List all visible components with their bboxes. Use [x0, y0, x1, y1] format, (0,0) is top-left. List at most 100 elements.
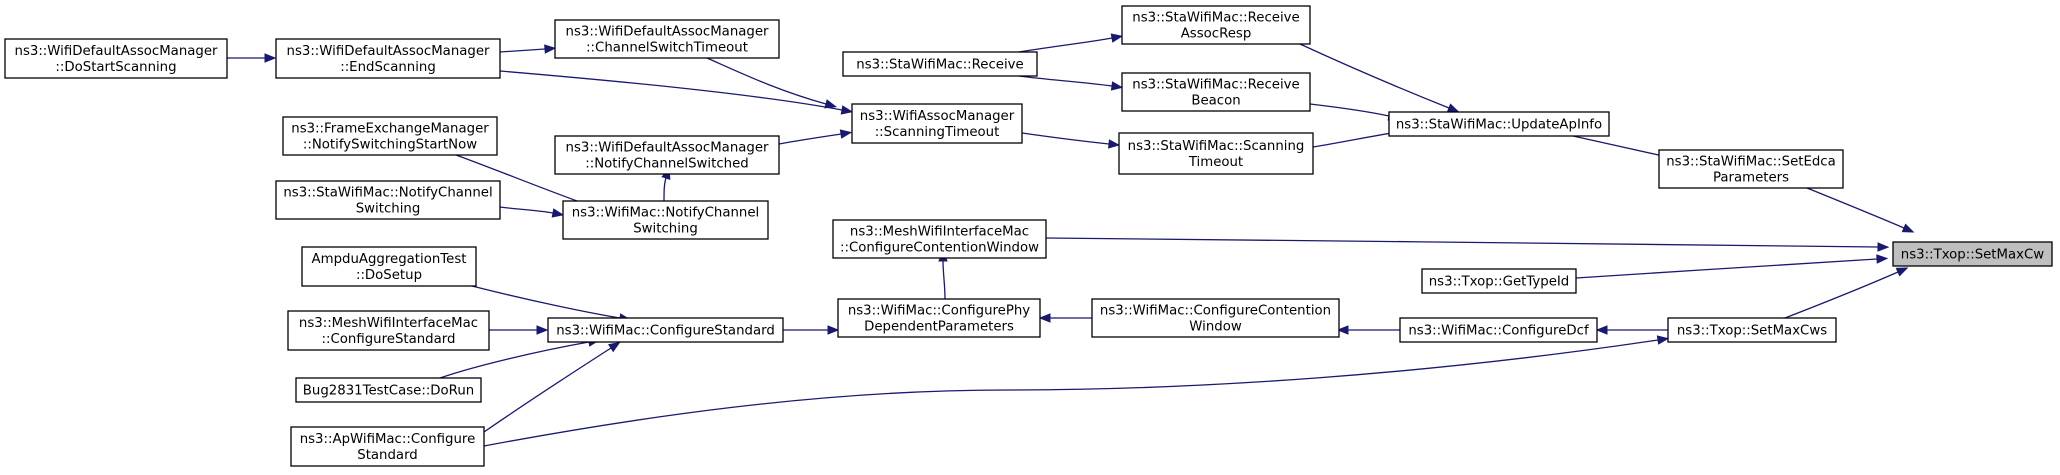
node-label: ns3::StaWifiMac::Receive [1132, 78, 1299, 93]
node-label: ns3::WifiMac::ConfigureDcf [1408, 324, 1589, 339]
node-ns3-wifimac-configurecontentionwindow[interactable]: ns3::WifiMac::ConfigureContentionWindow [1091, 298, 1340, 338]
edge-line [1575, 258, 1878, 279]
edge-arrowhead [1110, 81, 1124, 91]
node-label: ns3::StaWifiMac::Scanning [1128, 139, 1305, 154]
edge-arrowhead [1901, 223, 1915, 233]
edge-arrowhead [827, 325, 840, 335]
node-ns3-txop-setmaxcw[interactable]: ns3::Txop::SetMaxCw [1892, 241, 2053, 267]
node-label: ns3::WifiMac::NotifyChannel [572, 206, 760, 221]
node-ns3-wifiassocmanager-scanningtimeout[interactable]: ns3::WifiAssocManager::ScanningTimeout [851, 103, 1023, 144]
edge-line [1806, 187, 1905, 229]
node-label: AmpduAggregationTest [312, 252, 467, 267]
node-ns3-frameexchangemanager-notifyswitchingstartnow[interactable]: ns3::FrameExchangeManager::NotifySwitchi… [282, 116, 498, 156]
edge-line [1045, 237, 1879, 248]
node-label: ::DoStartScanning [55, 60, 176, 75]
node-label: ns3::ApWifiMac::Configure [300, 432, 476, 447]
call-edge-n20-to-n1 [1575, 254, 1889, 279]
call-edge-n10-to-n9 [499, 44, 557, 54]
node-ns3-stawifimac-receive[interactable]: ns3::StaWifiMac::Receive [842, 51, 1038, 77]
node-box [1121, 72, 1311, 112]
call-edge-n26-to-n21 [483, 335, 1670, 447]
node-ns3-stawifimac-scanningtimeout[interactable]: ns3::StaWifiMac::ScanningTimeout [1118, 132, 1314, 175]
node-label: ns3::StaWifiMac::NotifyChannel [283, 186, 492, 201]
call-edge-n3-to-n2 [1572, 135, 1675, 161]
node-box [1118, 132, 1314, 175]
call-edge-n24-to-n22 [489, 325, 549, 335]
call-edge-n6-to-n3 [1309, 103, 1401, 121]
node-label: ns3::WifiAssocManager [860, 109, 1015, 124]
node-ns3-wifimac-configuredcf[interactable]: ns3::WifiMac::ConfigureDcf [1399, 317, 1598, 343]
edge-arrowhead [1595, 325, 1608, 335]
node-box [1399, 317, 1598, 343]
call-edge-n22-to-n17 [783, 325, 840, 335]
edge-arrowhead [536, 325, 549, 335]
node-label: ns3::Txop::GetTypeId [1429, 275, 1570, 290]
node-box [4, 38, 228, 79]
call-edge-n5-to-n4 [1018, 33, 1124, 53]
edge-line [483, 339, 1659, 447]
node-ns3-txop-setmaxcws[interactable]: ns3::Txop::SetMaxCws [1667, 317, 1837, 343]
node-box [1658, 149, 1844, 189]
node-box [1892, 241, 2053, 267]
edge-line [706, 57, 827, 105]
node-label: ns3::WifiDefaultAssocManager [566, 141, 769, 156]
node-label: ::ConfigureStandard [322, 332, 456, 347]
call-edge-n4-to-n3 [1299, 43, 1460, 113]
node-box [562, 200, 769, 240]
node-ns3-meshwifiinterfacemac-configurecontentionwindow[interactable]: ns3::MeshWifiInterfaceMac::ConfigureCont… [832, 219, 1047, 259]
node-box [554, 135, 780, 175]
edge-arrowhead [1038, 313, 1051, 323]
node-label: Window [1189, 320, 1242, 335]
edge-arrowhead [1656, 335, 1670, 345]
node-label: ns3::WifiMac::ConfigurePhy [848, 304, 1030, 319]
call-edge-n15-to-n13 [499, 206, 565, 218]
node-box [1121, 5, 1311, 45]
node-box [1388, 111, 1610, 137]
node-label: ns3::FrameExchangeManager [291, 122, 489, 137]
node-box [547, 317, 784, 343]
function-nodes: ns3::Txop::SetMaxCw ns3::StaWifiMac::SetE… [4, 5, 2053, 467]
node-ns3-wifidefaultassocmanager-channelswitchtimeout[interactable]: ns3::WifiDefaultAssocManager::ChannelSwi… [554, 19, 780, 59]
node-ns3-wifidefaultassocmanager-endscanning[interactable]: ns3::WifiDefaultAssocManager::EndScannin… [275, 38, 501, 79]
edge-arrowhead [551, 208, 565, 218]
edge-arrowhead [1895, 267, 1909, 277]
node-box [290, 426, 485, 467]
node-ampduaggregationtest-dosetup[interactable]: AmpduAggregationTest::DoSetup [301, 246, 477, 287]
node-ns3-wifimac-configurestandard[interactable]: ns3::WifiMac::ConfigureStandard [547, 317, 784, 343]
node-ns3-wifimac-configurephydependentparameters[interactable]: ns3::WifiMac::ConfigurePhyDependentParam… [837, 298, 1041, 338]
call-edge-n19-to-n18 [1336, 325, 1400, 335]
edge-line [778, 133, 842, 145]
node-label: ::ChannelSwitchTimeout [586, 41, 748, 56]
node-label: ns3::StaWifiMac::SetEdca [1666, 155, 1836, 170]
node-label: ::NotifySwitchingStartNow [303, 138, 477, 153]
call-edge-n12-to-n8 [778, 129, 853, 145]
node-ns3-txop-gettypeid[interactable]: ns3::Txop::GetTypeId [1421, 268, 1577, 294]
node-ns3-meshwifiinterfacemac-configurestandard[interactable]: ns3::MeshWifiInterfaceMac::ConfigureStan… [287, 310, 490, 351]
node-bug2831testcase-dorun[interactable]: Bug2831TestCase::DoRun [295, 377, 482, 403]
node-label: Parameters [1713, 171, 1789, 186]
node-ns3-wifidefaultassocmanager-dostartscanning[interactable]: ns3::WifiDefaultAssocManager::DoStartSca… [4, 38, 228, 79]
node-ns3-apwifimac-configurestandard[interactable]: ns3::ApWifiMac::ConfigureStandard [290, 426, 485, 467]
edge-line [1784, 271, 1899, 319]
call-edge-n23-to-n22 [471, 285, 632, 323]
node-label: ns3::MeshWifiInterfaceMac [299, 316, 478, 331]
node-label: ns3::WifiMac::ConfigureContention [1100, 304, 1331, 319]
node-ns3-stawifimac-updateapinfo[interactable]: ns3::StaWifiMac::UpdateApInfo [1388, 111, 1610, 137]
node-box [1667, 317, 1837, 343]
node-label: ::ScanningTimeout [875, 125, 1000, 140]
node-label: ns3::StaWifiMac::Receive [1132, 11, 1299, 26]
edge-line [1299, 43, 1450, 109]
node-ns3-wifidefaultassocmanager-notifychannelswitched[interactable]: ns3::WifiDefaultAssocManager::NotifyChan… [554, 135, 780, 175]
node-label: ns3::Txop::SetMaxCw [1901, 248, 2045, 263]
edge-arrowhead [1107, 139, 1121, 149]
node-label: ns3::WifiDefaultAssocManager [15, 44, 218, 59]
call-edge-n21-to-n1 [1784, 267, 1909, 319]
call-edge-n5-to-n6 [1018, 75, 1124, 91]
edge-line [1021, 132, 1110, 145]
edge-arrowhead [1877, 242, 1890, 252]
